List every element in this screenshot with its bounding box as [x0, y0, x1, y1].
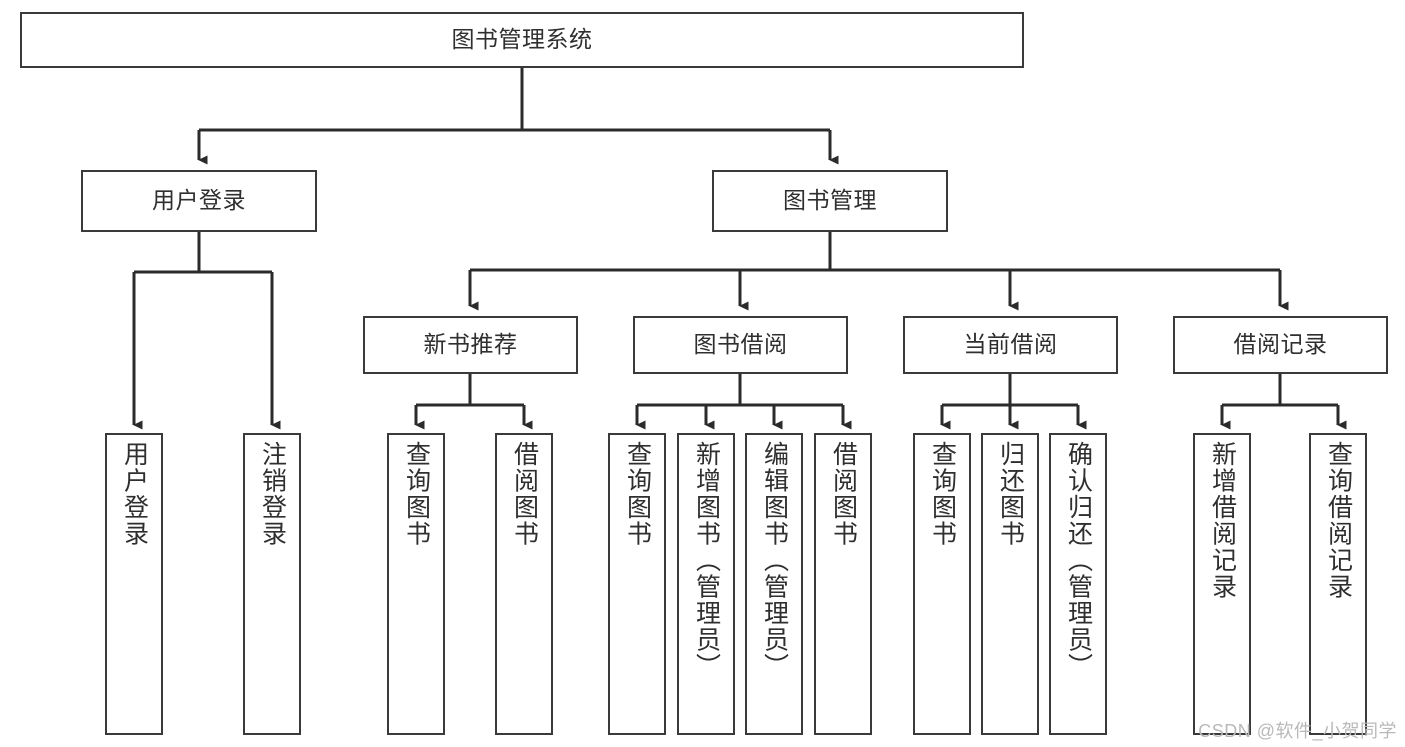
node-user-login[interactable]: 用户登录: [81, 170, 317, 232]
node-leaf-logout-label: 注销登录: [258, 441, 287, 547]
node-leaf-add-record-label: 新增借阅记录: [1208, 441, 1237, 600]
node-leaf-borrow-book-2-label: 借阅图书: [829, 441, 858, 547]
node-leaf-query-book-2-label: 查询图书: [623, 441, 652, 547]
node-book-manage[interactable]: 图书管理: [712, 170, 948, 232]
node-leaf-borrow-book-1[interactable]: 借阅图书: [495, 433, 553, 735]
node-leaf-edit-book[interactable]: 编辑图书（管理员）: [745, 433, 803, 735]
node-leaf-edit-book-label: 编辑图书（管理员）: [760, 441, 789, 680]
node-leaf-user-login-label: 用户登录: [120, 441, 149, 547]
node-current-borrow[interactable]: 当前借阅: [903, 316, 1118, 374]
node-leaf-query-book-1-label: 查询图书: [402, 441, 431, 547]
node-book-borrow[interactable]: 图书借阅: [633, 316, 848, 374]
node-leaf-add-record[interactable]: 新增借阅记录: [1193, 433, 1251, 735]
node-leaf-query-record-label: 查询借阅记录: [1324, 441, 1353, 600]
node-leaf-query-book-3[interactable]: 查询图书: [913, 433, 971, 735]
node-leaf-return-book-label: 归还图书: [996, 441, 1025, 547]
node-new-book-recommend[interactable]: 新书推荐: [363, 316, 578, 374]
node-leaf-confirm-return-label: 确认归还（管理员）: [1064, 441, 1093, 680]
node-borrow-record[interactable]: 借阅记录: [1173, 316, 1388, 374]
node-leaf-logout[interactable]: 注销登录: [243, 433, 301, 735]
node-user-login-label: 用户登录: [152, 187, 246, 214]
node-leaf-borrow-book-2[interactable]: 借阅图书: [814, 433, 872, 735]
node-leaf-query-book-2[interactable]: 查询图书: [608, 433, 666, 735]
node-leaf-user-login[interactable]: 用户登录: [105, 433, 163, 735]
node-leaf-query-record[interactable]: 查询借阅记录: [1309, 433, 1367, 735]
node-borrow-record-label: 借阅记录: [1233, 331, 1328, 358]
node-root[interactable]: 图书管理系统: [20, 12, 1024, 68]
node-leaf-query-book-3-label: 查询图书: [928, 441, 957, 547]
node-new-book-recommend-label: 新书推荐: [423, 331, 518, 358]
node-leaf-add-book-label: 新增图书（管理员）: [692, 441, 721, 680]
node-book-borrow-label: 图书借阅: [693, 331, 788, 358]
node-leaf-confirm-return[interactable]: 确认归还（管理员）: [1049, 433, 1107, 735]
node-current-borrow-label: 当前借阅: [963, 331, 1058, 358]
node-leaf-return-book[interactable]: 归还图书: [981, 433, 1039, 735]
node-book-manage-label: 图书管理: [783, 187, 877, 214]
node-leaf-query-book-1[interactable]: 查询图书: [387, 433, 445, 735]
node-leaf-add-book[interactable]: 新增图书（管理员）: [677, 433, 735, 735]
node-root-label: 图书管理系统: [451, 26, 593, 53]
node-leaf-borrow-book-1-label: 借阅图书: [510, 441, 539, 547]
